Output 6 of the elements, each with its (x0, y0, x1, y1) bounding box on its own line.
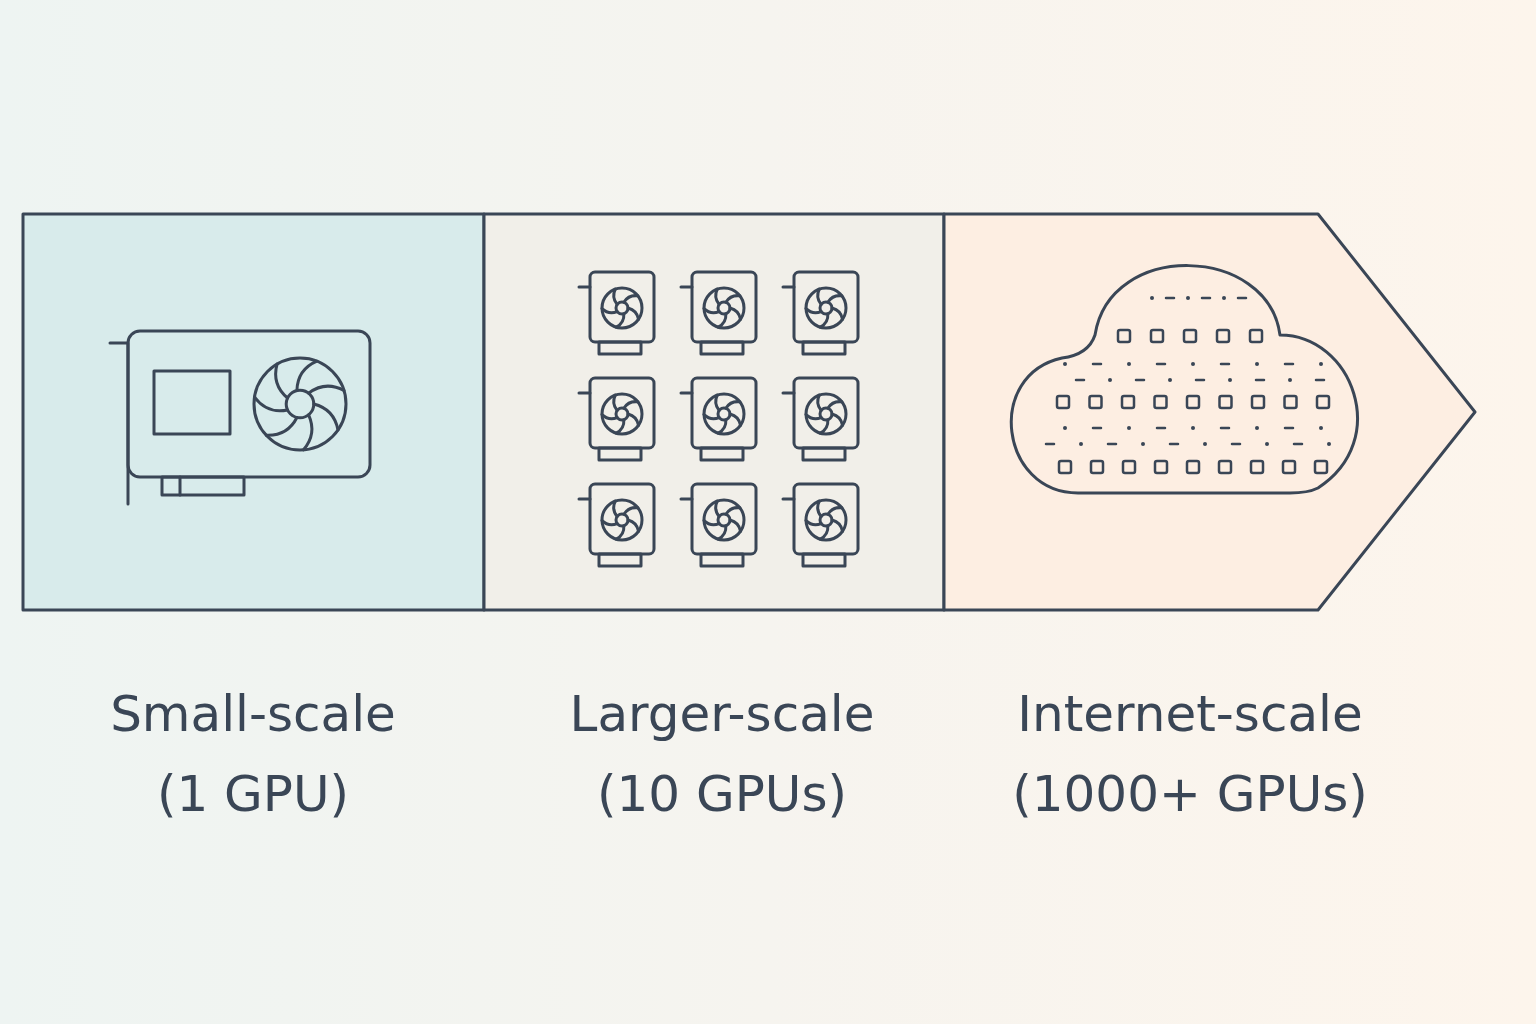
gpu-count-text: (10 GPUs) (596, 764, 848, 824)
stage-heading: Small-scale (110, 684, 396, 744)
gpu-count-text: (1000+ GPUs) (1012, 764, 1368, 824)
stage-heading: Internet-scale (1017, 684, 1363, 744)
stage-heading: Larger-scale (569, 684, 875, 744)
gpu-count-text: (1 GPU) (156, 764, 350, 824)
